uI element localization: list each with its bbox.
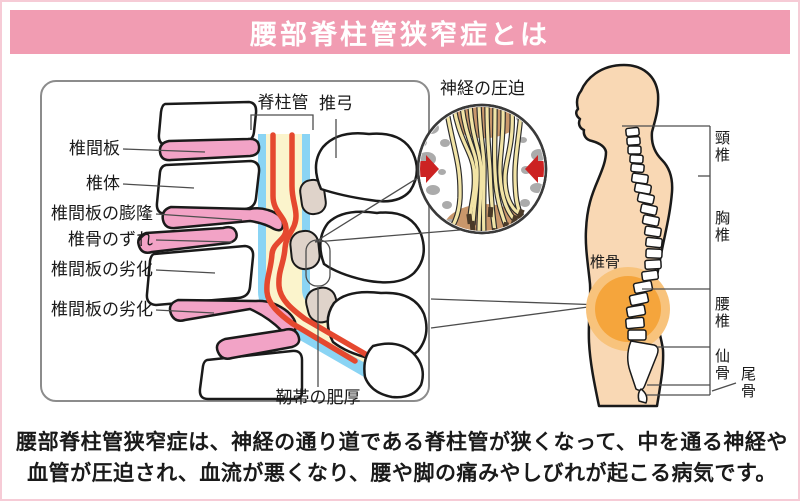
nerve-compression-inset	[416, 103, 548, 235]
degenerated-disc-1	[168, 298, 297, 336]
label-disc-bulge: 椎間板の膨隆	[51, 204, 153, 223]
page-title: 腰部脊柱管狭窄症とは	[250, 19, 550, 50]
nerve-fibers	[443, 107, 534, 231]
nerve-lines	[264, 132, 370, 364]
compression-arrow-right-icon	[525, 155, 544, 183]
vertebral-arches	[314, 132, 428, 362]
title-banner: 腰部脊柱管狭窄症とは	[10, 10, 790, 54]
label-sacrum: 仙骨	[713, 348, 730, 382]
slipped-disc	[137, 225, 238, 254]
label-disc-degeneration-1: 椎間板の劣化	[51, 260, 153, 279]
intervertebral-discs	[137, 137, 301, 360]
label-ligament-thickening: 靭帯の肥厚	[275, 388, 361, 407]
description-line-2: 血管が圧迫され、血流が悪くなり、腰や脚の痛みやしびれが起こる病気です。	[27, 462, 777, 485]
compression-arrow-left-icon	[420, 155, 439, 183]
lower-arch	[363, 342, 424, 399]
spine-section-brackets	[622, 125, 737, 396]
label-vertebra-slip: 椎骨のずれ	[68, 230, 153, 249]
spine-cross-section	[122, 100, 428, 401]
label-spinal-canal: 脊柱管	[257, 93, 309, 112]
label-disc: 椎間板	[69, 139, 120, 158]
description-line-1: 腰部脊柱管狭窄症は、神経の通り道である脊柱管が狭くなって、中を通る神経や	[16, 431, 788, 454]
label-vertebral-body: 椎体	[86, 174, 120, 193]
label-lumbar-spine: 腰椎	[713, 296, 730, 330]
label-coccyx: 尾骨	[739, 366, 756, 400]
label-cervical-spine: 頸椎	[713, 130, 730, 164]
coccyx	[637, 388, 648, 404]
human-body-figure	[575, 63, 737, 408]
spinal-canal-bracket	[250, 114, 314, 130]
label-disc-degeneration-2: 椎間板の劣化	[51, 300, 153, 319]
label-vertebra: 椎骨	[590, 254, 621, 271]
label-thoracic-spine: 胸椎	[713, 210, 730, 244]
label-vertebral-arch: 推弓	[319, 94, 353, 113]
label-nerve-compression: 神経の圧迫	[440, 79, 525, 98]
degenerated-disc-2	[215, 327, 301, 360]
spine-column	[625, 126, 663, 404]
